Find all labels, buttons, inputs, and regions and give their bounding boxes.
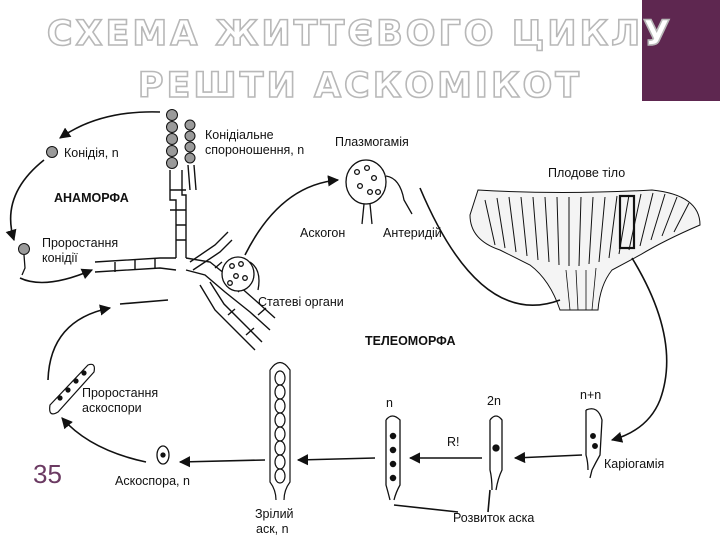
label-ascospore-germination-1: Проростання — [82, 386, 158, 400]
diagram-title-line-2: РЕШТИ АСКОМІКОТ — [137, 65, 583, 107]
label-anamorph: АНАМОРФА — [54, 191, 129, 205]
plasmogamy-drawing — [345, 159, 413, 225]
label-conidium-germination-1: Проростання — [42, 236, 118, 250]
label-fruit-body: Плодове тіло — [548, 166, 625, 180]
label-ascospore: Аскоспора, n — [115, 474, 190, 488]
label-teleomorph: ТЕЛЕОМОРФА — [365, 334, 456, 348]
highlight-box — [618, 194, 636, 250]
label-antheridium: Антеридій — [383, 226, 442, 240]
label-mature-ascus-2: аск, n — [256, 522, 289, 536]
label-ascus-development: Розвиток аска — [453, 511, 534, 525]
ascospore-drawing — [156, 445, 170, 465]
mature-ascus-drawing — [269, 361, 291, 501]
conidium-drawing — [46, 146, 58, 158]
germinating-ascospore-drawing — [49, 363, 95, 415]
label-ploidy-n: n — [386, 396, 393, 410]
label-sex-organs: Статеві органи — [258, 295, 344, 309]
fruiting-body-drawing — [469, 189, 701, 311]
label-karyogamy: Каріогамія — [604, 457, 664, 471]
ascus-dikaryon-drawing — [585, 408, 603, 479]
corner-decoration — [642, 0, 720, 101]
label-conidium: Конідія, n — [64, 146, 119, 160]
label-mature-ascus-1: Зрілий — [255, 507, 294, 521]
conidia-chain — [166, 109, 196, 169]
cycle-arrows — [5, 111, 668, 513]
page-number: 35 — [33, 459, 62, 489]
label-plasmogamy: Плазмогамія — [335, 135, 409, 149]
ascus-diploid-drawing — [489, 415, 503, 491]
label-conidial-sporulation-2: спороношення, n — [205, 143, 304, 157]
germinating-conidium-drawing — [18, 243, 30, 276]
sex-organs-drawing — [221, 256, 260, 292]
label-conidium-germination-2: конідії — [42, 251, 78, 265]
label-ploidy-n-plus-n: n+n — [580, 388, 601, 402]
diagram-title-line-1: СХЕМА ЖИТТЄВОГО ЦИКЛУ — [46, 13, 674, 55]
ascus-meiosis-drawing — [385, 415, 401, 501]
label-meiosis: R! — [447, 435, 460, 449]
label-conidial-sporulation-1: Конідіальне — [205, 128, 274, 142]
label-ploidy-2n: 2n — [487, 394, 501, 408]
label-ascospore-germination-2: аскоспори — [82, 401, 142, 415]
label-ascogonium: Аскогон — [300, 226, 345, 240]
